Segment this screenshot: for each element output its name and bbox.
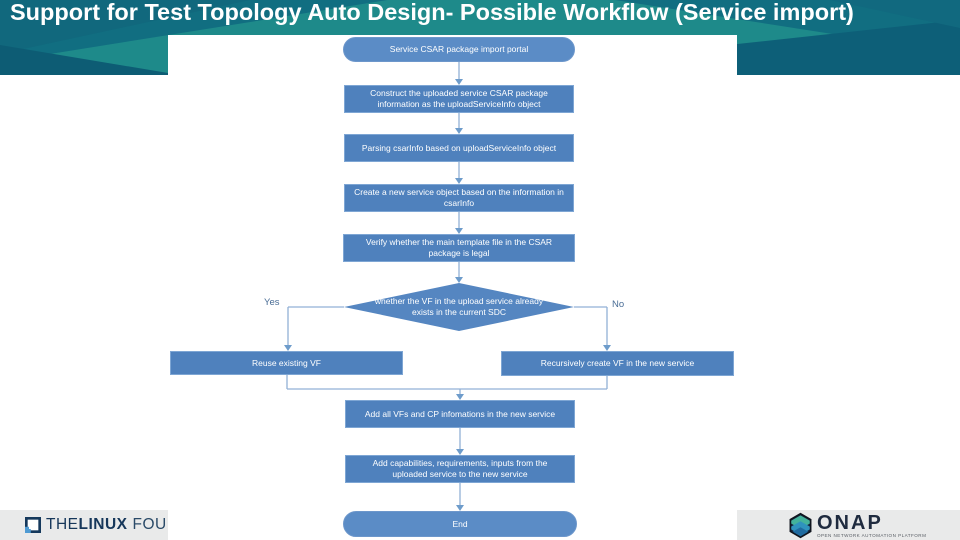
slide-title: Support for Test Topology Auto Design- P…: [10, 0, 854, 25]
lf-logo-text-the: THE: [46, 516, 79, 533]
flow-node-add-capabilities: Add capabilities, requirements, inputs f…: [345, 455, 575, 483]
flow-node-recursively-create-vf: Recursively create VF in the new service: [501, 351, 734, 376]
branch-label-yes: Yes: [264, 297, 280, 308]
flow-node-construct-uploadserviceinfo: Construct the uploaded service CSAR pack…: [344, 85, 574, 113]
flowchart-connectors: [284, 62, 611, 511]
branch-label-no: No: [612, 299, 625, 310]
onap-wordmark: ONAP: [817, 511, 883, 534]
flow-node-end: End: [343, 511, 577, 537]
onap-logo: ONAP OPEN NETWORK AUTOMATION PLATFORM: [787, 512, 926, 539]
flow-node-parsing-csarinfo: Parsing csarInfo based on uploadServiceI…: [344, 134, 574, 162]
flow-node-reuse-vf: Reuse existing VF: [170, 351, 403, 375]
flow-node-create-service-object: Create a new service object based on the…: [344, 184, 574, 212]
onap-hexagon-icon: [787, 512, 814, 539]
onap-tagline: OPEN NETWORK AUTOMATION PLATFORM: [817, 532, 927, 538]
lf-logo-text-foundation: FOUN: [132, 516, 179, 533]
flowchart-panel: Service CSAR package import portal Const…: [168, 35, 737, 540]
flow-node-add-vfs-cps: Add all VFs and CP infomations in the ne…: [345, 400, 575, 428]
flow-node-start: Service CSAR package import portal: [343, 37, 575, 62]
lf-logo-text-linux: LINUX: [78, 516, 128, 533]
flow-node-verify-template: Verify whether the main template file in…: [343, 234, 575, 262]
linux-foundation-logo-icon: [25, 517, 41, 533]
